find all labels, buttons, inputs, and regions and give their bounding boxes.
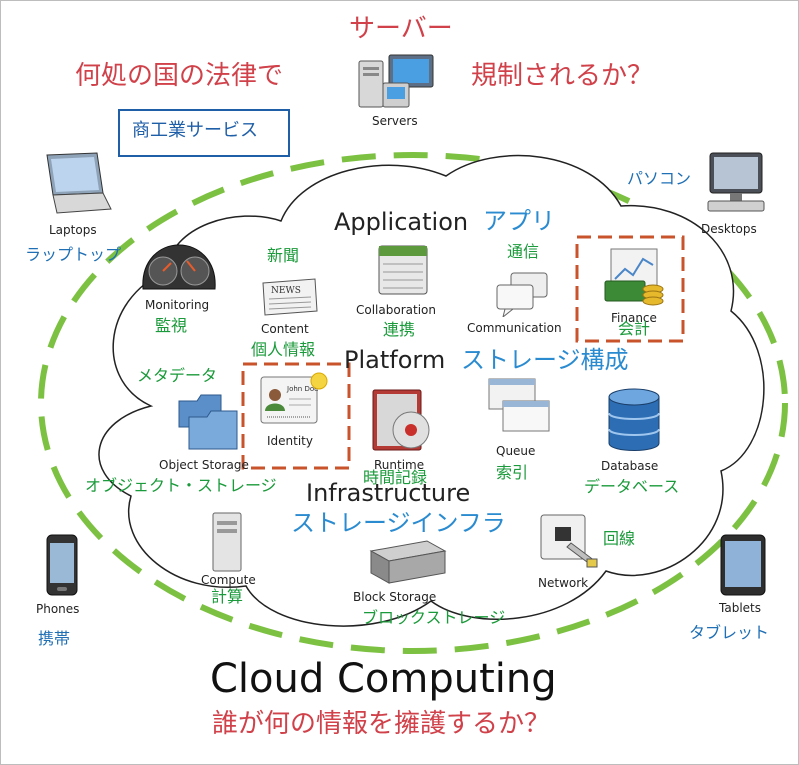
compute-icon bbox=[212, 512, 242, 572]
tablets-label: Tablets bbox=[719, 601, 761, 615]
servers-label: Servers bbox=[372, 114, 418, 128]
identity-card-name: John Doe bbox=[286, 385, 318, 393]
cloud-outline bbox=[98, 154, 765, 627]
desktop-icon bbox=[707, 152, 765, 212]
compute-label: Compute bbox=[201, 573, 256, 587]
compute-jp-label: 計算 bbox=[211, 587, 244, 606]
content-jp-top-label: 新聞 bbox=[267, 246, 300, 265]
monitoring-label: Monitoring bbox=[145, 298, 210, 312]
object-storage-jp-label: オブジェクト・ストレージ bbox=[85, 476, 277, 495]
laptops-jp-label: ラップトップ bbox=[25, 245, 122, 264]
news-icon-text: NEWS bbox=[271, 286, 301, 296]
monitoring-icon bbox=[142, 244, 216, 290]
content-label: Content bbox=[261, 322, 309, 336]
collaboration-icon bbox=[378, 245, 428, 295]
finance-icon bbox=[604, 248, 664, 306]
monitoring-jp-label: 監視 bbox=[155, 316, 188, 335]
database-label: Database bbox=[601, 459, 659, 473]
block-storage-jp-label: ブロックストレージ bbox=[362, 608, 506, 627]
collaboration-jp-label: 連携 bbox=[383, 320, 416, 339]
laptop-icon bbox=[46, 152, 112, 214]
laptops-label: Laptops bbox=[49, 223, 97, 237]
footer-title: Cloud Computing bbox=[210, 656, 557, 702]
desktops-jp-label: パソコン bbox=[627, 169, 692, 188]
object-storage-icon bbox=[178, 394, 238, 450]
communication-icon bbox=[496, 272, 548, 317]
layer-platform: Platform bbox=[344, 346, 446, 374]
finance-highlight-box bbox=[575, 235, 685, 343]
layer-infrastructure-jp: ストレージインフラ bbox=[291, 509, 506, 537]
phones-jp-label: 携帯 bbox=[38, 629, 71, 648]
tablets-jp-label: タブレット bbox=[689, 623, 770, 642]
commerce-box-border bbox=[118, 109, 290, 157]
database-icon bbox=[608, 388, 660, 451]
identity-card-icon: John Doe bbox=[260, 372, 328, 424]
outer-dashed-ellipse bbox=[38, 152, 788, 654]
network-label: Network bbox=[538, 576, 589, 590]
queue-jp-label: 索引 bbox=[496, 463, 529, 482]
server-jp-label: サーバー bbox=[349, 14, 453, 44]
runtime-jp-label: 時間記録 bbox=[363, 468, 428, 487]
servers-icon bbox=[358, 54, 434, 108]
runtime-icon bbox=[372, 389, 430, 451]
network-icon bbox=[540, 514, 598, 568]
block-storage-label: Block Storage bbox=[353, 590, 437, 604]
identity-highlight-box bbox=[241, 362, 351, 470]
object-storage-label: Object Storage bbox=[159, 458, 249, 472]
runtime-label: Runtime bbox=[374, 458, 425, 472]
metadata-jp-label: メタデータ bbox=[137, 366, 218, 385]
finance-jp-label: 会計 bbox=[618, 319, 651, 338]
collaboration-label: Collaboration bbox=[356, 303, 436, 317]
law-question-right: 規制されるか？ bbox=[471, 61, 654, 91]
phone-icon bbox=[46, 534, 78, 596]
layer-platform-jp: ストレージ構成 bbox=[461, 346, 629, 374]
queue-icon bbox=[488, 378, 550, 432]
tablet-icon bbox=[720, 534, 766, 596]
finance-label: Finance bbox=[611, 311, 657, 325]
network-jp-label: 回線 bbox=[603, 529, 636, 548]
layer-application-jp: アプリ bbox=[483, 207, 555, 235]
phones-label: Phones bbox=[36, 602, 80, 616]
identity-label: Identity bbox=[267, 434, 313, 448]
communication-label: Communication bbox=[467, 321, 562, 335]
block-storage-icon bbox=[369, 540, 447, 584]
communication-jp-label: 通信 bbox=[507, 242, 540, 261]
newspaper-icon: NEWS bbox=[262, 278, 318, 316]
queue-label: Queue bbox=[496, 444, 536, 458]
layer-application: Application bbox=[334, 208, 469, 236]
law-question-left: 何処の国の法律で bbox=[75, 61, 284, 91]
content-jp-label: 個人情報 bbox=[251, 340, 316, 359]
desktops-label: Desktops bbox=[701, 222, 757, 236]
layer-infrastructure: Infrastructure bbox=[306, 479, 471, 507]
commerce-services-label: 商工業サービス bbox=[132, 120, 258, 141]
database-jp-label: データベース bbox=[584, 477, 680, 496]
footer-question: 誰が何の情報を擁護するか？ bbox=[212, 709, 551, 739]
